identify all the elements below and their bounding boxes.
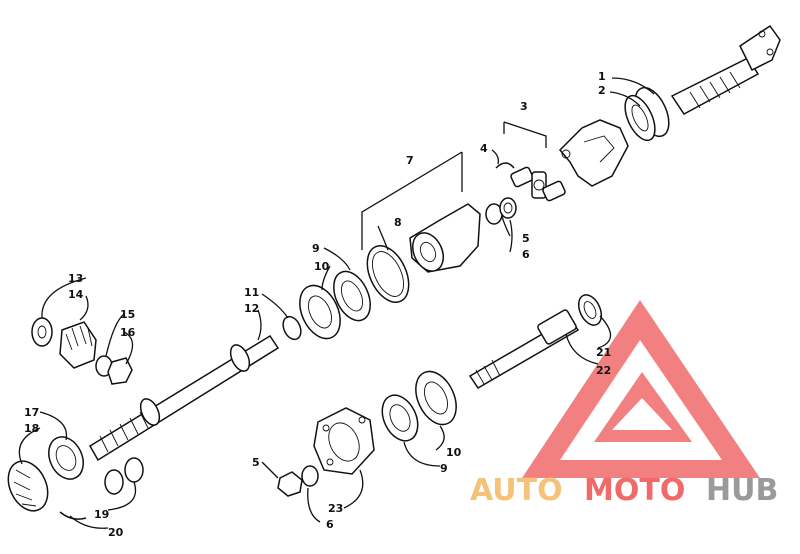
callout-10: 10 bbox=[314, 260, 330, 273]
watermark-moto: MOTO bbox=[584, 473, 685, 508]
callout-5: 5 bbox=[522, 232, 530, 245]
middle-bearings bbox=[299, 270, 371, 340]
callout-20: 20 bbox=[108, 526, 124, 539]
upper-output-shaft bbox=[624, 24, 781, 142]
middle-yoke bbox=[409, 203, 481, 273]
lower-shaft bbox=[468, 294, 603, 390]
callout-21: 21 bbox=[596, 346, 611, 359]
upper-yoke bbox=[558, 119, 629, 187]
callout-5-lower: 5 bbox=[252, 456, 260, 469]
snap-ring bbox=[495, 162, 515, 169]
watermark-triangle-inner-cut bbox=[612, 398, 672, 430]
callout-22: 22 bbox=[596, 364, 611, 377]
watermark-hub: HUB bbox=[706, 473, 778, 508]
callout-9-lower: 9 bbox=[440, 462, 448, 475]
callout-7: 7 bbox=[406, 154, 414, 167]
callout-12: 12 bbox=[244, 302, 259, 315]
watermark-text: AUTO MOTO HUB bbox=[470, 473, 778, 508]
callout-16: 16 bbox=[120, 326, 136, 339]
callout-10-lower: 10 bbox=[446, 446, 462, 459]
circlips bbox=[59, 457, 144, 520]
bearing-housing bbox=[313, 407, 375, 475]
callout-15: 15 bbox=[120, 308, 135, 321]
callout-8: 8 bbox=[394, 216, 402, 229]
callout-11: 11 bbox=[244, 286, 259, 299]
lower-nut-and-washer bbox=[277, 465, 319, 497]
callout-4: 4 bbox=[480, 142, 488, 155]
callout-2: 2 bbox=[598, 84, 606, 97]
callout-6-lower: 6 bbox=[326, 518, 334, 531]
callout-1: 1 bbox=[598, 70, 606, 83]
callout-18: 18 bbox=[24, 422, 39, 435]
callout-23: 23 bbox=[328, 502, 343, 515]
universal-joint-cross bbox=[510, 166, 566, 202]
main-drive-shaft bbox=[88, 334, 280, 462]
lower-bearings bbox=[381, 370, 457, 442]
callout-14: 14 bbox=[68, 288, 84, 301]
callout-labels: 1 2 3 4 5 6 7 8 9 10 11 12 13 14 15 16 1… bbox=[24, 70, 611, 539]
upper-small-rings bbox=[485, 197, 517, 225]
callout-9: 9 bbox=[312, 242, 320, 255]
seal-ring bbox=[366, 245, 410, 303]
watermark-auto: AUTO bbox=[470, 473, 563, 508]
watermark-logo bbox=[522, 300, 760, 478]
callout-6: 6 bbox=[522, 248, 530, 261]
leader-lines bbox=[18, 77, 655, 529]
callout-17: 17 bbox=[24, 406, 39, 419]
bearing-and-ring-gear bbox=[7, 436, 84, 512]
pinion-gear-group bbox=[31, 317, 133, 385]
washer bbox=[282, 315, 302, 341]
callout-19: 19 bbox=[94, 508, 109, 521]
callout-13: 13 bbox=[68, 272, 83, 285]
callout-3: 3 bbox=[520, 100, 528, 113]
